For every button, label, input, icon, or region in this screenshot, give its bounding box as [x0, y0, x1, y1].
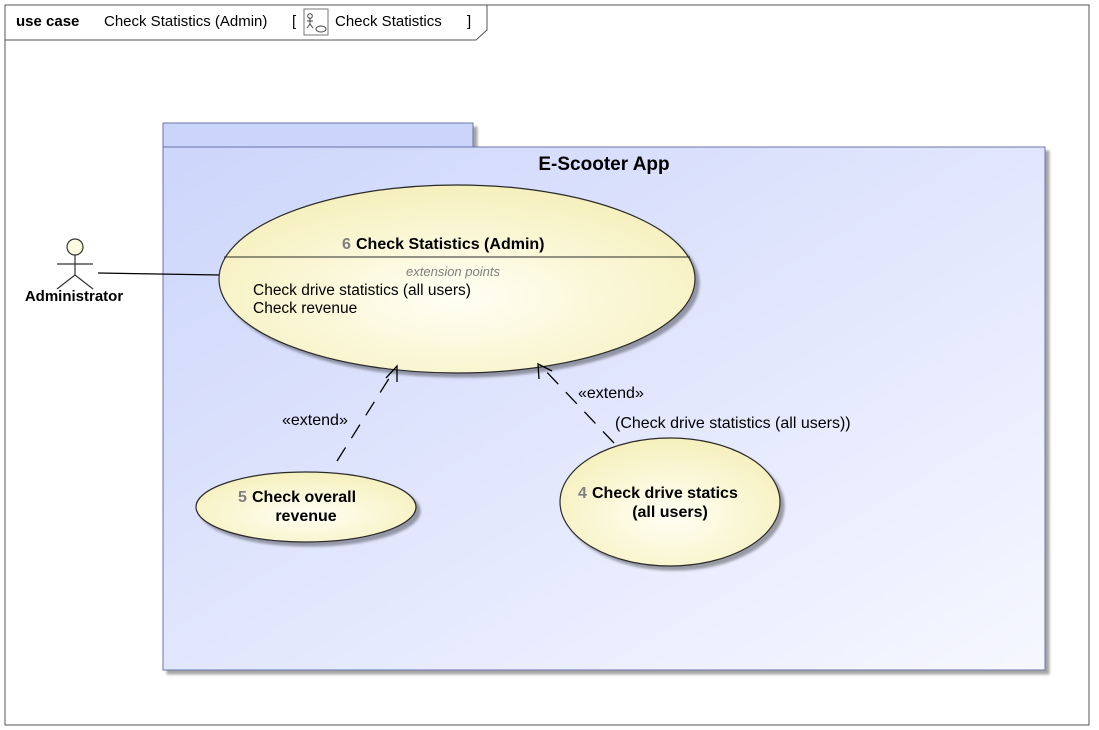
- usecase-number: 4: [578, 485, 587, 502]
- usecase-check-overall-revenue[interactable]: 5 Check overall revenue: [195, 471, 417, 543]
- extension-point: Check revenue: [253, 300, 357, 317]
- usecase-name: Check Statistics (Admin): [356, 236, 544, 253]
- usecase-check-drive-statics[interactable]: 4 Check drive statics (all users): [559, 437, 781, 567]
- usecase-ellipse: [559, 437, 781, 567]
- actor-name: Administrator: [25, 288, 124, 305]
- usecase-number: 5: [238, 489, 247, 506]
- package-tab: [162, 122, 474, 148]
- usecase-number: 6: [342, 236, 351, 253]
- frame-bracket-close: ]: [467, 13, 471, 30]
- arrowhead: [385, 364, 398, 382]
- diagram-icon: [303, 8, 329, 36]
- usecase-ellipse: [218, 184, 696, 374]
- extension-point: Check drive statistics (all users): [253, 282, 471, 299]
- frame-header-tab: [4, 4, 488, 41]
- administrator-actor[interactable]: Administrator: [25, 238, 124, 305]
- frame-usecase-name: Check Statistics (Admin): [104, 13, 267, 30]
- extend-relation-drive[interactable]: «extend» (Check drive statistics (all us…: [537, 362, 851, 444]
- usecase-ellipse: [195, 471, 417, 543]
- frame-diagram-name: Check Statistics: [335, 13, 442, 30]
- extend-stereotype: «extend»: [282, 412, 348, 429]
- extension-points-title: extension points: [406, 264, 500, 279]
- extend-stereotype: «extend»: [578, 385, 644, 402]
- extend-condition: (Check drive statistics (all users)): [615, 415, 851, 432]
- frame-keyword: use case: [16, 13, 79, 30]
- frame-bracket-open: [: [292, 13, 297, 30]
- extend-relation-revenue[interactable]: «extend»: [282, 364, 398, 462]
- usecase-name-line2: (all users): [632, 504, 708, 521]
- usecase-name-line1: Check drive statics: [592, 485, 738, 502]
- association-line[interactable]: [97, 272, 221, 276]
- usecase-check-statistics-admin[interactable]: 6 Check Statistics (Admin) extension poi…: [218, 184, 696, 374]
- arrowhead: [537, 362, 553, 380]
- actor-icon: [56, 238, 94, 290]
- usecase-name-line2: revenue: [275, 508, 336, 525]
- system-name: E-Scooter App: [538, 154, 669, 175]
- usecase-name-line1: Check overall: [252, 489, 356, 506]
